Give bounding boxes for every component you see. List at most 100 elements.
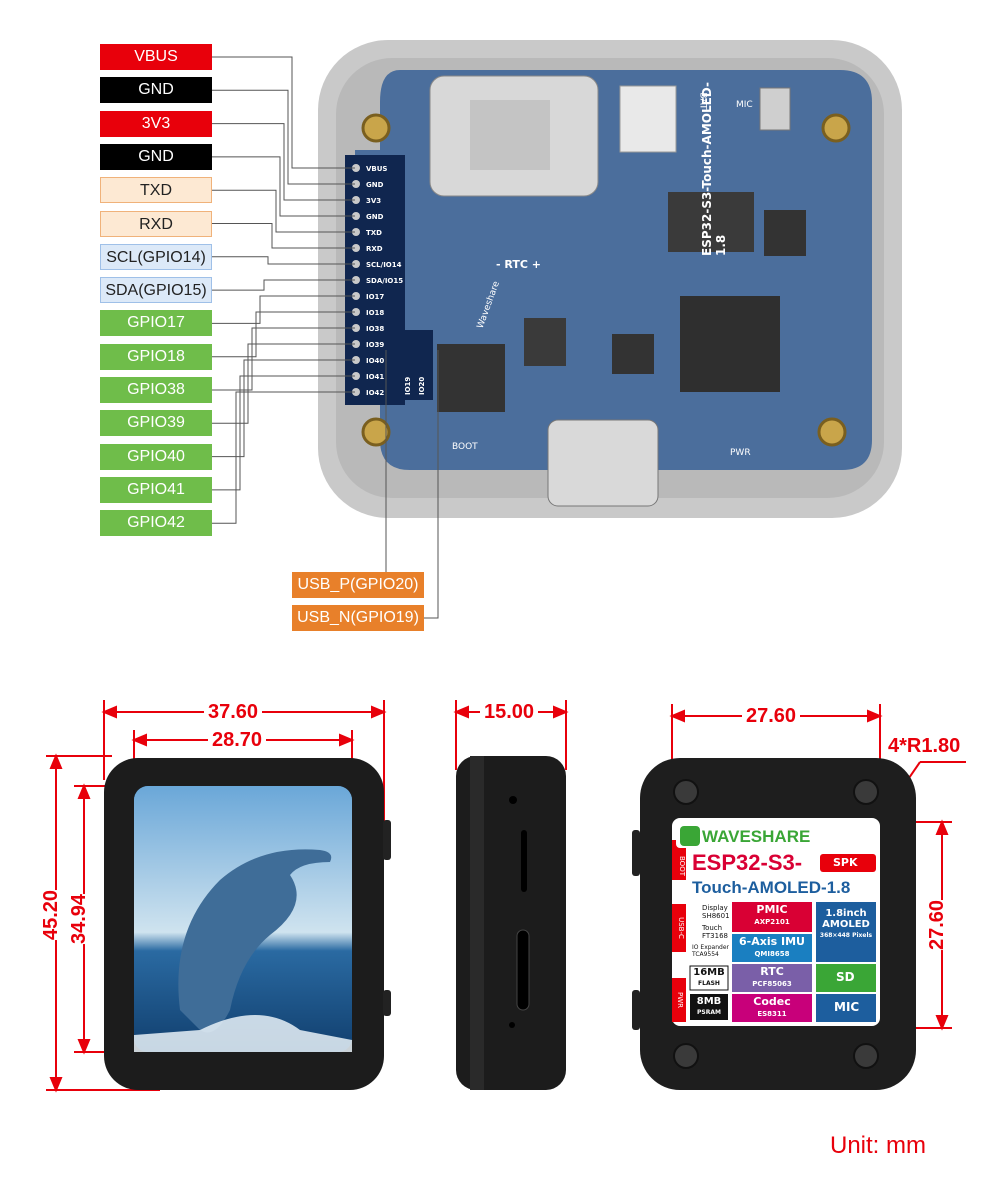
back-touch-title: Touch xyxy=(702,924,723,932)
back-imu: 6-Axis IMU xyxy=(739,935,805,948)
back-mic: MIC xyxy=(834,1000,860,1014)
leader-line-12 xyxy=(212,359,355,458)
usb-pin-header xyxy=(403,330,433,400)
board-rtc-label: - RTC + xyxy=(496,258,541,271)
pin-label-9: GPIO18 xyxy=(100,343,212,370)
back-rtc: RTC xyxy=(760,965,784,978)
back-rtc-chip: PCF85063 xyxy=(752,980,792,988)
header-pin-label-11: IO39 xyxy=(366,341,384,349)
side-mic-hole xyxy=(509,796,517,804)
back-flash-size: 16MB xyxy=(693,967,725,978)
pin-label-4: TXD xyxy=(100,177,212,204)
board-boot-label: BOOT xyxy=(452,442,478,452)
board-model-label: ESP32-S3-Touch-AMOLED-1.8 xyxy=(700,82,728,256)
dim-screen-width: 28.70 xyxy=(208,729,267,751)
back-sd: SD xyxy=(836,970,855,984)
pin-label-3: GND xyxy=(100,143,212,170)
usb-pin-label-0: IO19 xyxy=(404,377,412,395)
chip-expander xyxy=(524,318,566,366)
dolphin-image xyxy=(178,849,332,1033)
dim-corner-radius: 4*R1.80 xyxy=(884,735,965,757)
leader-line-9 xyxy=(212,311,355,358)
back-amoled-res: 368×448 Pixels xyxy=(819,932,873,939)
back-io-title: IO Expander xyxy=(692,944,729,951)
board-pwr-label: PWR xyxy=(730,448,751,458)
pin-label-13: GPIO41 xyxy=(100,476,212,503)
leader-line-4 xyxy=(212,189,355,233)
back-psram-block: 8MB PSRAM xyxy=(692,996,726,1018)
pin-label-11: GPIO39 xyxy=(100,410,212,437)
header-pin-label-1: GND xyxy=(366,181,384,189)
back-codec-chip: ES8311 xyxy=(757,1010,787,1018)
side-sd-slot xyxy=(516,929,530,1011)
back-display-chip: SH8601 xyxy=(702,912,730,920)
screw-hole-tl xyxy=(361,113,391,143)
dim-back-width: 27.60 xyxy=(742,705,801,727)
leader-line-7 xyxy=(212,279,355,291)
header-pin-label-10: IO38 xyxy=(366,325,384,333)
back-title-line1: ESP32-S3- xyxy=(692,850,803,875)
leader-line-14 xyxy=(212,391,355,524)
header-pin-12 xyxy=(352,356,360,364)
screw-hole-bl xyxy=(361,417,391,447)
back-brand: WAVESHARE xyxy=(702,827,811,846)
leader-line-11 xyxy=(212,343,355,424)
header-pin-11 xyxy=(352,340,360,348)
usb-pin-label-1: IO20 xyxy=(418,377,426,395)
back-screw-tl xyxy=(673,779,699,805)
back-usbc: USB-C xyxy=(676,917,685,939)
dim-back-height: 27.60 xyxy=(926,899,949,951)
screw-hole-tr xyxy=(821,113,851,143)
header-pin-label-12: IO40 xyxy=(366,357,384,365)
leader-line-1 xyxy=(212,89,355,185)
header-pin-8 xyxy=(352,292,360,300)
dim-front-width: 37.60 xyxy=(204,701,263,723)
header-pin-7 xyxy=(352,276,360,284)
usb-leader-line-1 xyxy=(424,350,439,619)
header-pin-label-0: VBUS xyxy=(366,165,387,173)
pin-label-6: SCL(GPIO14) xyxy=(100,243,212,270)
usb-n-label: USB_N(GPIO19) xyxy=(292,605,424,631)
header-pin-label-4: TXD xyxy=(366,229,382,237)
header-pin-label-6: SCL/IO14 xyxy=(366,261,402,269)
header-pin-2 xyxy=(352,196,360,204)
back-psram: PSRAM xyxy=(697,1009,721,1016)
mic-component xyxy=(759,87,791,131)
back-codec: Codec xyxy=(753,995,791,1008)
chip-flash xyxy=(668,192,754,252)
chip-imu xyxy=(612,334,654,374)
header-pin-10 xyxy=(352,324,360,332)
back-io-chip: TCA9554 xyxy=(692,951,719,958)
header-pin-label-13: IO41 xyxy=(366,373,384,381)
header-pin-label-2: 3V3 xyxy=(366,197,381,205)
back-amoled: AMOLED xyxy=(822,919,870,930)
back-psram-size: 8MB xyxy=(696,996,722,1007)
header-pin-label-14: IO42 xyxy=(366,389,384,397)
leader-line-3 xyxy=(212,156,355,217)
unit-label: Unit: mm xyxy=(830,1132,926,1159)
usb-c-port xyxy=(547,419,659,507)
pin-label-12: GPIO40 xyxy=(100,443,212,470)
back-boot: BOOT xyxy=(677,856,686,876)
side-speaker-slot xyxy=(521,830,527,892)
pin-label-10: GPIO38 xyxy=(100,377,212,403)
chip-esp32 xyxy=(680,296,780,392)
header-pin-label-9: IO18 xyxy=(366,309,384,317)
header-pin-label-5: RXD xyxy=(366,245,383,253)
bat-socket xyxy=(619,85,677,153)
pin-label-1: GND xyxy=(100,77,212,104)
back-pwr: PWR xyxy=(676,991,685,1009)
leader-line-2 xyxy=(212,123,355,201)
header-pin-label-7: SDA/IO15 xyxy=(366,277,403,285)
usb-p-label: USB_P(GPIO20) xyxy=(292,572,424,598)
back-pmic-chip: AXP2101 xyxy=(754,918,790,926)
header-pin-0 xyxy=(352,164,360,172)
header-pin-14 xyxy=(352,388,360,396)
